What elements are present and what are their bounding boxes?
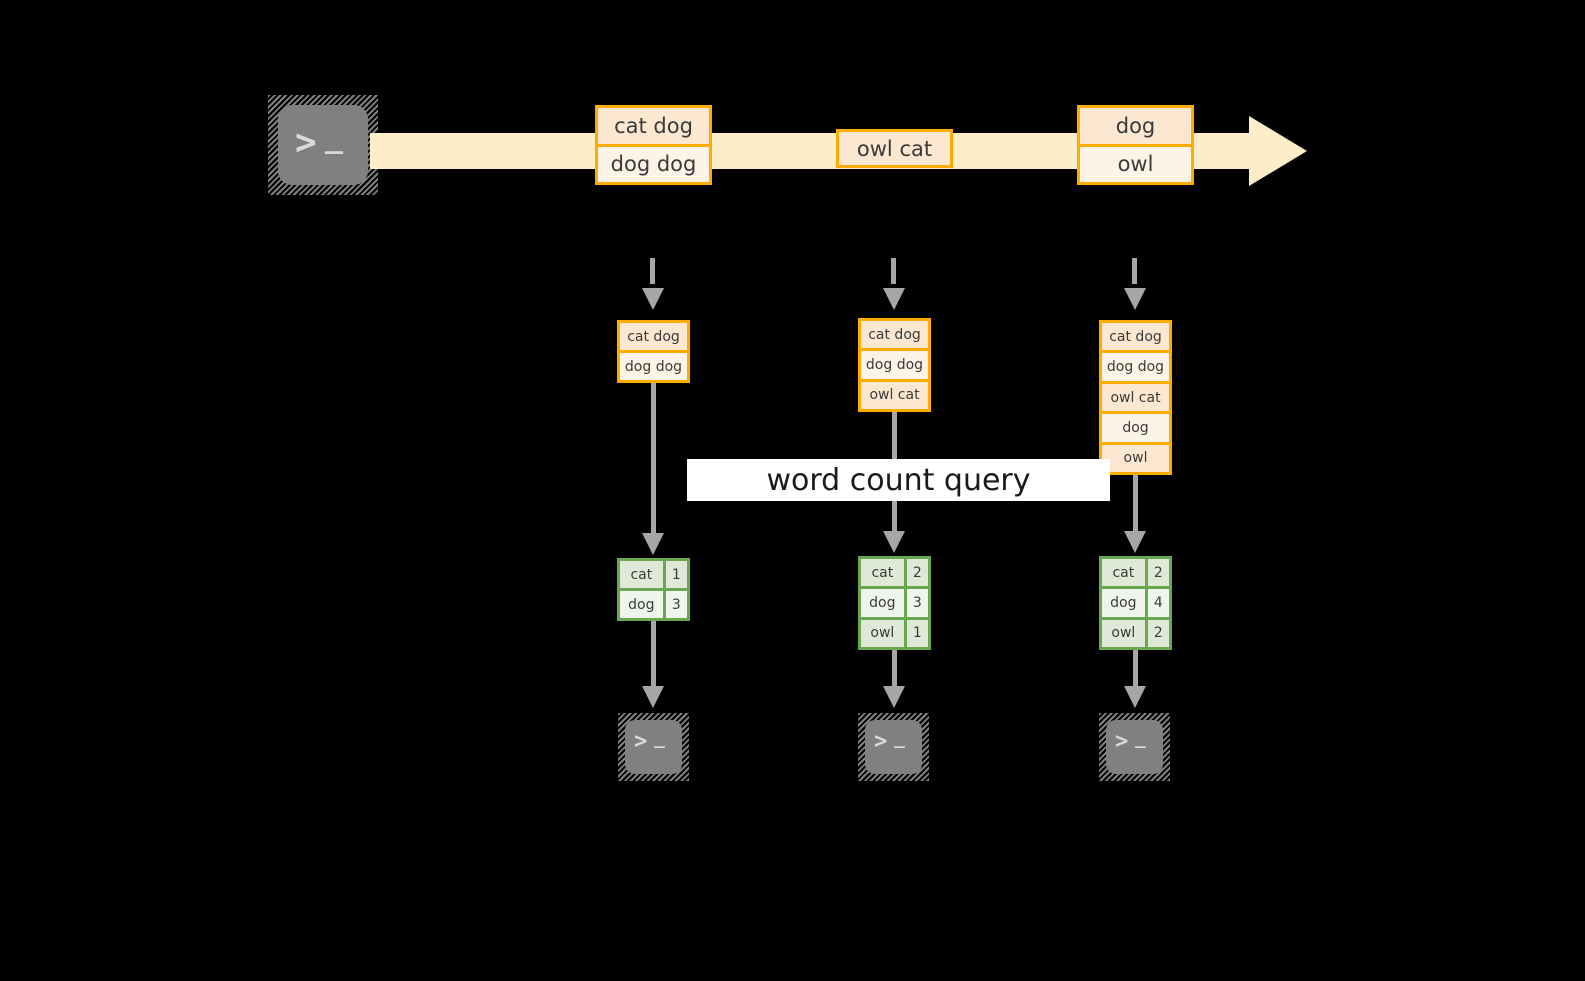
terminal-screen: [1106, 720, 1163, 774]
terminal-screen: [865, 720, 922, 774]
terminal-prompt-glyph: >: [634, 729, 648, 754]
terminal-screen: [278, 105, 368, 185]
stream-event-1: cat dog dog dog: [595, 105, 712, 185]
query-label: word count query: [687, 459, 1110, 501]
result-word: dog: [861, 589, 904, 617]
log-line: dog dog: [861, 348, 928, 379]
result-word: cat: [1102, 559, 1145, 587]
sink-arrow-line-1: [651, 621, 656, 686]
log-line: owl cat: [861, 378, 928, 409]
log-line: owl cat: [1102, 380, 1169, 412]
result-count: 2: [903, 559, 928, 587]
sink-terminal-3: > _: [1099, 713, 1170, 781]
snapshot-feed-arrow-line-3: [1132, 258, 1137, 284]
result-word: cat: [620, 561, 663, 588]
result-count: 2: [1144, 559, 1169, 587]
result-word: dog: [1102, 589, 1145, 617]
log-line: dog dog: [620, 350, 687, 380]
table-row: cat 1: [620, 561, 687, 588]
terminal-prompt-glyph: >: [1115, 729, 1129, 754]
sink-arrow-line-3: [1133, 650, 1138, 686]
table-row: owl 1: [861, 616, 928, 647]
snapshot-feed-arrow-head-3: [1124, 288, 1146, 310]
result-word: cat: [861, 559, 904, 587]
result-word: dog: [620, 591, 663, 618]
table-row: dog 4: [1102, 586, 1169, 617]
result-table-1: cat 1 dog 3: [617, 558, 690, 621]
log-line: dog: [1102, 411, 1169, 442]
result-count: 1: [662, 561, 687, 588]
result-table-3: cat 2 dog 4 owl 2: [1099, 556, 1172, 650]
snapshot-feed-arrow-head-1: [642, 288, 664, 310]
sink-terminal-2: > _: [858, 713, 929, 781]
log-line: cat dog: [861, 321, 928, 349]
result-table-2: cat 2 dog 3 owl 1: [858, 556, 931, 650]
result-count: 4: [1144, 589, 1169, 617]
log-snapshot-2: cat dog dog dog owl cat: [858, 318, 931, 412]
terminal-screen: [625, 720, 682, 774]
table-row: cat 2: [861, 559, 928, 587]
log-line: dog dog: [1102, 350, 1169, 381]
event-stream-arrowhead: [1249, 116, 1307, 186]
result-word: owl: [861, 619, 904, 647]
table-row: dog 3: [620, 588, 687, 618]
stream-event-2: owl cat: [836, 129, 953, 168]
stream-event-3: dog owl: [1077, 105, 1194, 185]
sink-arrow-head-2: [883, 686, 905, 708]
table-row: dog 3: [861, 586, 928, 617]
stream-event-line: owl: [1080, 143, 1191, 182]
table-row: cat 2: [1102, 559, 1169, 587]
stream-event-line: cat dog: [598, 108, 709, 144]
terminal-cursor-glyph: _: [894, 728, 905, 749]
stream-event-line: dog dog: [598, 143, 709, 182]
log-snapshot-3: cat dog dog dog owl cat dog owl: [1099, 320, 1172, 475]
query-arrow-line-1: [651, 383, 656, 533]
sink-arrow-line-2: [892, 650, 897, 686]
query-arrow-line-3: [1133, 475, 1138, 531]
terminal-cursor-glyph: _: [1135, 728, 1146, 749]
query-arrow-head-1: [642, 533, 664, 555]
sink-arrow-head-3: [1124, 686, 1146, 708]
snapshot-feed-arrow-line-1: [650, 258, 655, 284]
result-count: 2: [1144, 619, 1169, 647]
sink-arrow-head-1: [642, 686, 664, 708]
snapshot-feed-arrow-head-2: [883, 288, 905, 310]
result-count: 3: [662, 591, 687, 618]
query-arrow-head-3: [1124, 531, 1146, 553]
log-line: cat dog: [620, 323, 687, 350]
terminal-prompt-glyph: >: [295, 122, 317, 163]
result-word: owl: [1102, 619, 1145, 647]
log-line: owl: [1102, 441, 1169, 473]
result-count: 1: [903, 619, 928, 647]
terminal-prompt-glyph: >: [874, 729, 888, 754]
log-snapshot-1: cat dog dog dog: [617, 320, 690, 383]
log-line: cat dog: [1102, 323, 1169, 351]
source-terminal-icon: > _: [268, 95, 378, 195]
sink-terminal-1: > _: [618, 713, 689, 781]
snapshot-feed-arrow-line-2: [891, 258, 896, 284]
query-arrow-head-2: [883, 531, 905, 553]
terminal-cursor-glyph: _: [654, 728, 665, 749]
stream-event-line: dog: [1080, 108, 1191, 144]
result-count: 3: [903, 589, 928, 617]
stream-event-line: owl cat: [839, 132, 950, 165]
table-row: owl 2: [1102, 616, 1169, 647]
terminal-cursor-glyph: _: [325, 120, 344, 155]
